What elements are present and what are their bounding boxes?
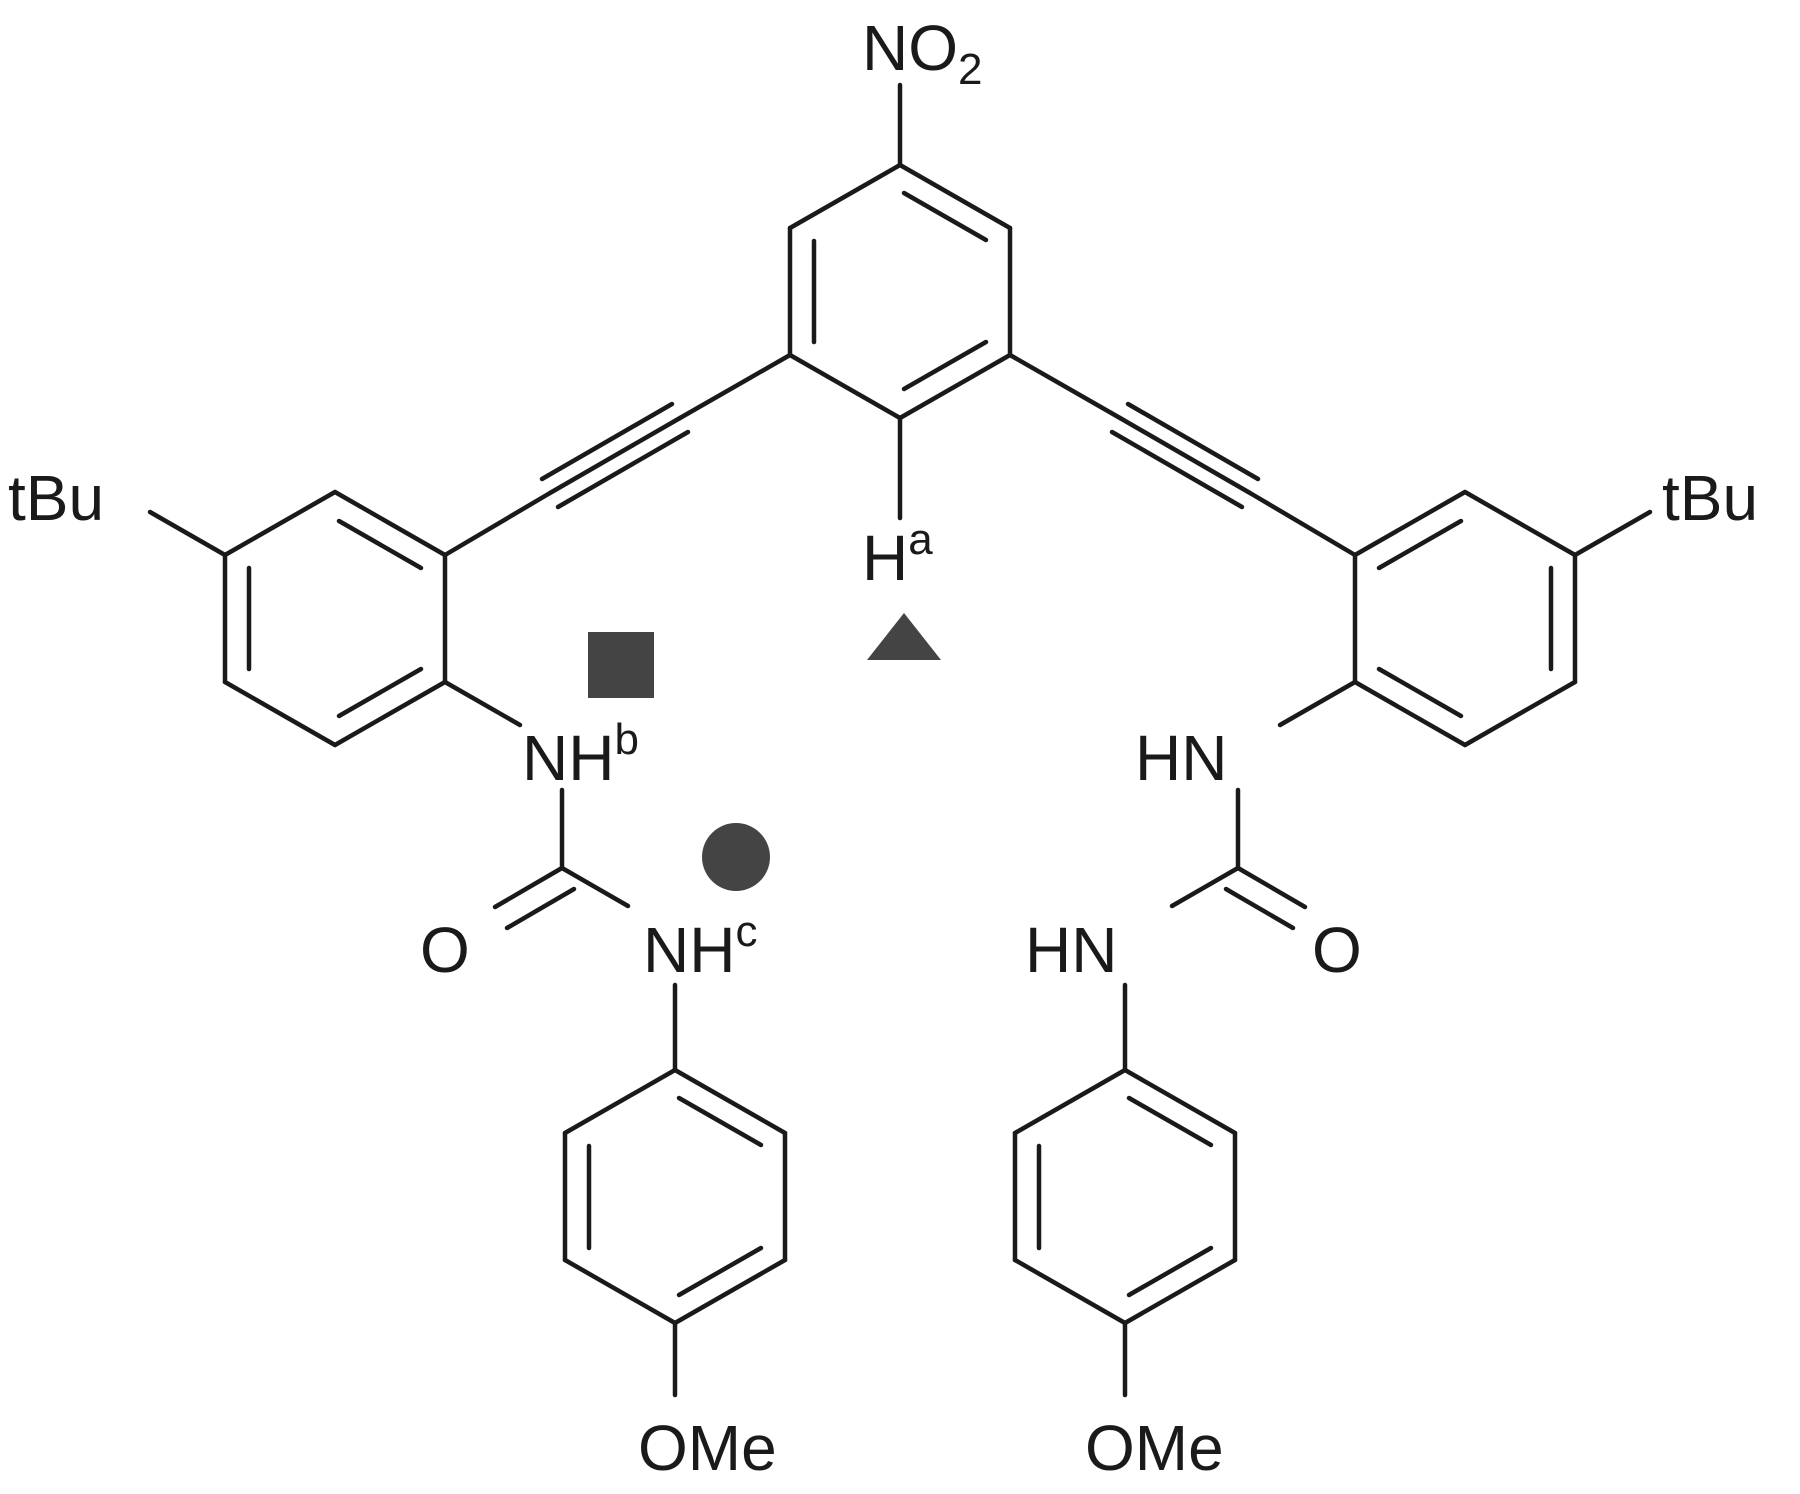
circle-marker-icon	[702, 823, 770, 891]
triangle-marker-icon	[867, 613, 941, 660]
carbonyl-oxygen-right: O	[1312, 914, 1362, 986]
hn-lower-right-label: HN	[1025, 914, 1117, 986]
ome-left-label: OMe	[638, 1412, 777, 1484]
square-marker-icon	[588, 632, 654, 698]
h-a-label: Ha	[862, 515, 933, 594]
tbu-left-label: tBu	[8, 462, 104, 534]
hn-upper-right-label: HN	[1135, 722, 1227, 794]
nh-c-label: NHc	[643, 907, 757, 986]
carbonyl-oxygen-left: O	[420, 914, 470, 986]
ome-right-label: OMe	[1085, 1412, 1224, 1484]
nitro-label: NO2	[862, 12, 982, 94]
tbu-right-label: tBu	[1662, 462, 1758, 534]
bond-lines	[147, 82, 1653, 1398]
nh-b-label: NHb	[522, 715, 639, 794]
